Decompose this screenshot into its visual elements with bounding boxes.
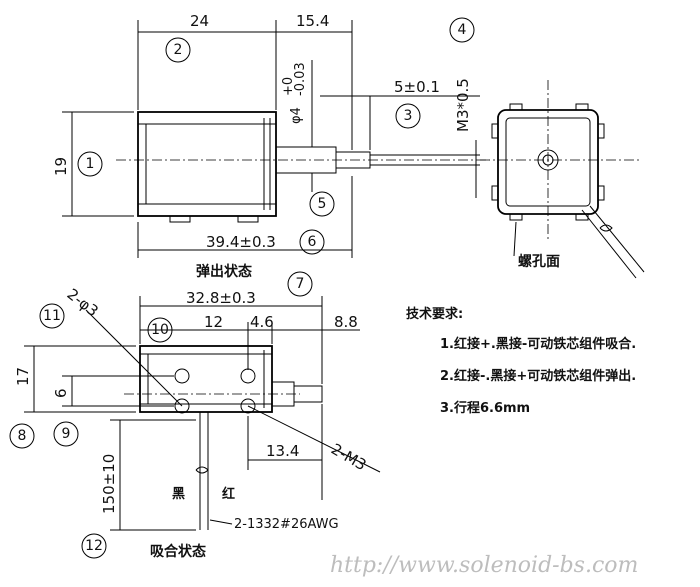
- callout-9: 9: [62, 426, 71, 442]
- body-outline: [137, 111, 277, 217]
- dim-4-6: 4.6: [250, 313, 274, 331]
- callout-7: 7: [296, 276, 305, 292]
- requirement-1: 1.红接+.黑接-可动铁芯组件吸合.: [440, 336, 636, 352]
- watermark: http://www.solenoid-bs.com: [330, 553, 638, 578]
- dim-15-4: 15.4: [296, 12, 329, 30]
- callout-11: 11: [43, 308, 61, 324]
- callout-3: 3: [404, 108, 413, 124]
- plunger-bottom: [293, 385, 323, 403]
- mount-hole-3: [174, 398, 190, 414]
- bottom-view: 32.8±0.3 12 4.6 8.8 17 6 2-φ3 2-M3 13.4: [14, 285, 381, 560]
- requirement-3: 3.行程6.6mm: [440, 400, 530, 416]
- dim-phi4: φ4: [289, 107, 304, 124]
- callout-4: 4: [458, 22, 467, 38]
- mount-hole-4: [240, 398, 256, 414]
- caption-released: 弹出状态: [196, 263, 252, 280]
- label-black: 黑: [172, 487, 185, 502]
- dim-19: 19: [52, 157, 70, 176]
- dim-13-4: 13.4: [266, 442, 299, 460]
- dim-24: 24: [190, 12, 209, 30]
- mount-hole-2: [240, 368, 256, 384]
- callout-1: 1: [86, 156, 95, 172]
- label-red: 红: [222, 486, 235, 502]
- body-outline-bottom: [139, 345, 273, 413]
- dim-32-8: 32.8±0.3: [186, 289, 256, 307]
- callout-8: 8: [18, 428, 27, 444]
- callout-5: 5: [318, 196, 327, 212]
- callout-2: 2: [174, 42, 183, 58]
- dim-39-4: 39.4±0.3: [206, 233, 276, 251]
- dim-phi4-tol-lower: -0.03: [293, 62, 308, 96]
- dim-17: 17: [14, 367, 32, 386]
- dim-8-8: 8.8: [334, 313, 358, 331]
- callouts: 1 2 3 4 5 6 7 8 9 10 11 12: [9, 17, 475, 559]
- dim-12: 12: [204, 313, 223, 331]
- dim-6: 6: [52, 388, 70, 398]
- requirements-title: 技术要求:: [406, 306, 463, 322]
- callout-10: 10: [151, 322, 169, 338]
- callout-12: 12: [85, 538, 103, 554]
- end-view: 螺孔面: [480, 80, 645, 279]
- dim-2-m3: 2-M3: [328, 440, 369, 474]
- caption-attracted: 吸合状态: [150, 543, 206, 560]
- top-view: 24 15.4 φ4 +0 -0.03 5±0.1 M3*0.5 19 39.4…: [52, 12, 490, 280]
- requirement-2: 2.红接-.黑接+可动铁芯组件弹出.: [440, 368, 636, 384]
- dim-5: 5±0.1: [394, 78, 440, 96]
- dim-m3: M3*0.5: [454, 78, 472, 132]
- mount-hole-1: [174, 368, 190, 384]
- callout-6: 6: [308, 234, 317, 250]
- requirements: 技术要求: 1.红接+.黑接-可动铁芯组件吸合. 2.红接-.黑接+可动铁芯组件…: [406, 306, 636, 416]
- wire-spec: 2-1332#26AWG: [234, 517, 339, 532]
- dim-phi4-tol-upper: +0: [281, 77, 296, 96]
- dim-150: 150±10: [100, 454, 118, 514]
- dim-2-phi3: 2-φ3: [64, 285, 102, 320]
- label-screw-face: 螺孔面: [518, 253, 560, 270]
